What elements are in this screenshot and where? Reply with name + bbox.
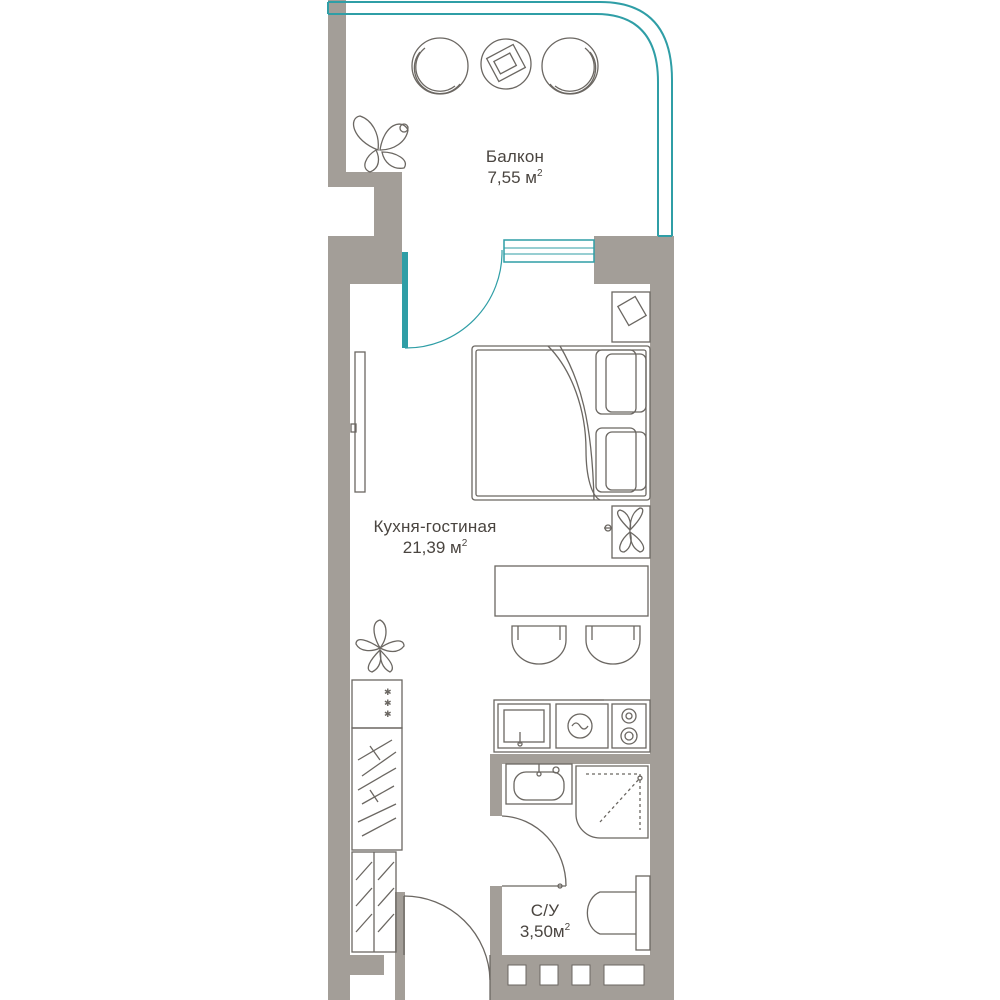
- kitchen-line: [493, 699, 651, 753]
- toilet-icon: [586, 875, 651, 951]
- window-icon: [503, 239, 595, 263]
- dining-table-icon: [494, 565, 649, 617]
- living-label: Кухня-гостиная 21,39 м2: [350, 516, 520, 559]
- window-icon: [571, 964, 591, 986]
- door-swing-arc: [404, 249, 503, 349]
- window-icon: [539, 964, 559, 986]
- glazing-inner: [328, 13, 659, 236]
- living-furniture: ✱ ✱ ✱: [350, 291, 651, 1000]
- door-swing-arc: [501, 815, 567, 887]
- armchair-icon: [411, 37, 469, 95]
- nightstand-icon: [611, 291, 651, 343]
- bathroom-label: С/У 3,50м2: [500, 900, 590, 943]
- wardrobe-icon: [351, 851, 397, 953]
- door-swing-arc: [403, 895, 491, 981]
- bathroom-fixtures: [501, 763, 651, 951]
- right-outer-wall: [650, 236, 674, 1000]
- entry-wall-stub: [395, 892, 405, 1000]
- room-name: Кухня-гостиная: [373, 517, 497, 536]
- room-area: 21,39 м2: [402, 538, 468, 558]
- glazing-cap: [327, 2, 672, 237]
- room-name: Балкон: [485, 147, 545, 166]
- balcony-door[interactable]: [402, 249, 503, 349]
- balcony-glazing: [327, 1, 673, 237]
- glazing-outer: [328, 1, 673, 236]
- top-left-wall: [328, 236, 402, 284]
- bathroom-windows: [507, 964, 645, 986]
- washbasin-icon: [505, 763, 573, 805]
- pillow-icon: [595, 349, 647, 415]
- room-area: 3,50м2: [519, 922, 571, 942]
- bed-icon: [471, 345, 651, 501]
- pillow-icon: [595, 427, 647, 493]
- svg-text:✱: ✱: [384, 710, 392, 720]
- washing-machine-icon: [555, 699, 609, 749]
- shower-icon: [575, 765, 649, 839]
- chair-icon: [585, 625, 641, 665]
- plant-icon: [355, 619, 405, 673]
- bathroom-left-wall-upper: [490, 754, 502, 816]
- balcony-label: Балкон 7,55 м2: [450, 146, 580, 189]
- left-outer-wall: [328, 236, 350, 1000]
- balcony-furniture: [352, 37, 599, 173]
- walls: [328, 0, 674, 1000]
- armchair-icon: [541, 37, 599, 95]
- coffee-table-icon: [480, 38, 532, 90]
- plant-icon: [604, 505, 651, 559]
- svg-text:✱: ✱: [384, 688, 392, 698]
- window-icon: [507, 964, 527, 986]
- plant-icon: [352, 115, 409, 173]
- notch-vertical-wall: [374, 172, 402, 244]
- wardrobe-icon: [351, 727, 403, 851]
- room-area: 7,55 м2: [487, 168, 543, 188]
- balcony-window: [503, 239, 595, 263]
- stove-icon: [611, 703, 647, 749]
- svg-text:✱: ✱: [384, 699, 392, 709]
- stove-icon: ✱ ✱ ✱: [351, 679, 403, 729]
- balcony-left-wall: [328, 0, 346, 187]
- sink-icon: [497, 703, 551, 749]
- chair-icon: [511, 625, 567, 665]
- tv-icon: [350, 351, 366, 493]
- window-icon: [603, 964, 645, 986]
- entry-door[interactable]: [403, 895, 491, 1000]
- door-icon[interactable]: [402, 252, 408, 348]
- room-name: С/У: [530, 901, 560, 920]
- bathroom-top-wall: [490, 754, 650, 764]
- bathroom-door[interactable]: [501, 815, 567, 889]
- bottom-left-wall: [350, 955, 384, 975]
